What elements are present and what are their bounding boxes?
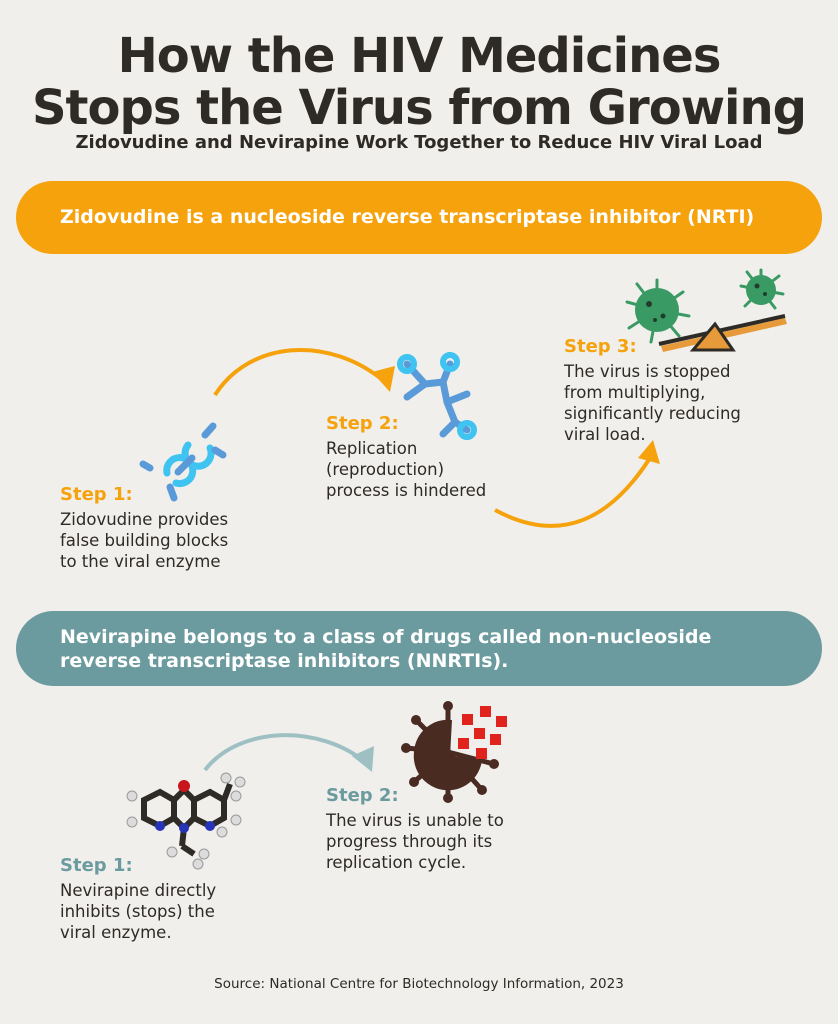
molecule-icon	[139, 422, 227, 502]
s2-step1-label: Step 1:	[60, 855, 133, 876]
s2-step2-desc: The virus is unable to progress through …	[326, 811, 504, 872]
s1-step3-desc: The virus is stopped from multiplying, s…	[564, 362, 741, 444]
source-citation: Source: National Centre for Biotechnolog…	[214, 976, 624, 992]
title-line-1: How the HIV Medicines	[117, 28, 722, 84]
s1-step1-desc: Zidovudine provides false building block…	[60, 510, 229, 571]
virus-seesaw-icon	[625, 268, 787, 352]
nrti-banner: Zidovudine is a nucleoside reverse trans…	[16, 181, 822, 254]
broken-virus-icon	[401, 701, 507, 803]
nnrti-banner: Nevirapine belongs to a class of drugs c…	[16, 611, 822, 686]
title-line-2: Stops the Virus from Growing	[31, 80, 807, 136]
branched-molecule-icon	[397, 352, 477, 440]
s2-step1-desc: Nevirapine directly inhibits (stops) the…	[60, 881, 217, 942]
s1-step1-label: Step 1:	[60, 484, 133, 505]
s1-step2-desc: Replication (reproduction) process is hi…	[326, 439, 487, 500]
s2-step2-label: Step 2:	[326, 785, 399, 806]
s1-step2-label: Step 2:	[326, 413, 399, 434]
nevirapine-molecule-icon	[126, 772, 246, 870]
s1-step3-label: Step 3:	[564, 336, 637, 357]
subtitle: Zidovudine and Nevirapine Work Together …	[75, 132, 763, 153]
